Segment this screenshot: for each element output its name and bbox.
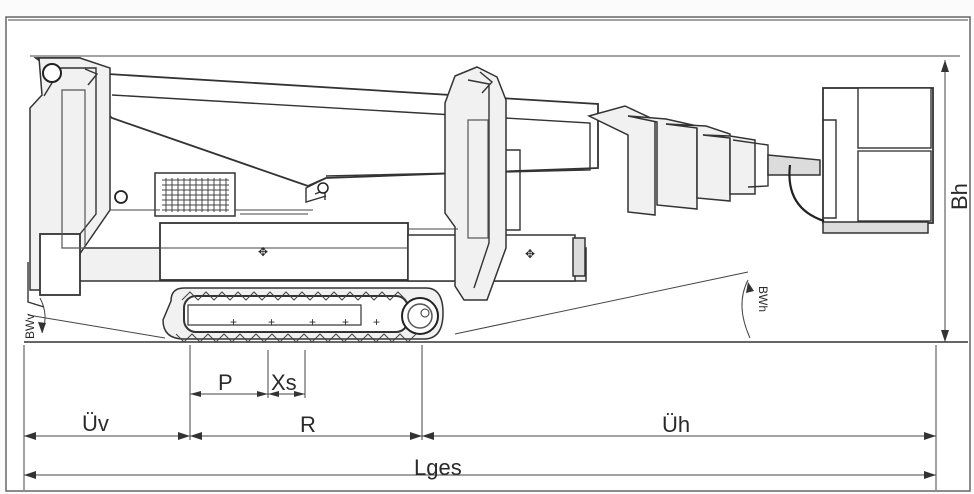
track-mark-3: +: [309, 315, 316, 329]
basket-upper-panel: [857, 87, 932, 149]
r-right-arrow: [410, 432, 422, 440]
lges-right-arrow: [924, 471, 936, 479]
bwv-label: BWv: [23, 314, 37, 339]
rear-chassis-end: [572, 237, 586, 277]
bh-label: Bh: [947, 183, 972, 210]
platform-hose: [788, 164, 825, 223]
rear-mast-frame: [444, 66, 507, 301]
telescopic-section-2: [627, 115, 698, 210]
basket-left-frame: [823, 119, 837, 219]
lges-label: Lges: [414, 455, 462, 480]
lges-left-arrow: [24, 471, 36, 479]
front-angle-line: [27, 314, 166, 339]
uh-right-arrow: [924, 432, 936, 440]
rear-track-hub: [420, 308, 430, 318]
basket-lower-panel: [857, 150, 932, 222]
bh-bottom-arrow: [941, 330, 949, 342]
jib-connector: [767, 154, 821, 176]
track-mark-4: +: [342, 315, 349, 329]
basket-floor: [822, 221, 929, 234]
rear-mast-rail: [467, 119, 489, 239]
front-mast-rail: [61, 89, 86, 249]
front-mast-lower-pin: [114, 190, 128, 204]
boom-lower-joint: [305, 177, 327, 203]
main-chassis-box: [159, 222, 409, 281]
xs-label: Xs: [271, 370, 297, 395]
uh-left-arrow: [422, 432, 434, 440]
track-mark-1: +: [230, 315, 237, 329]
track-mark-5: +: [373, 315, 380, 329]
p-label: P: [218, 370, 233, 395]
rear-mast-inner-line: [467, 79, 490, 289]
telescopic-section-1: [586, 105, 656, 216]
telescopic-section-4: [702, 134, 756, 195]
front-foot-line: [27, 262, 45, 308]
front-mast-latch: [84, 68, 99, 86]
uv-label: Üv: [82, 411, 109, 436]
engine-vent-grid: [162, 178, 229, 212]
rear-mast-latch: [479, 71, 494, 94]
p-right-arrow: [257, 391, 268, 397]
chassis-symbol-right: ✥: [525, 247, 535, 261]
uv-right-arrow: [178, 432, 190, 440]
r-left-arrow: [190, 432, 202, 440]
track-tread-top: [181, 291, 407, 301]
rear-angle-arrow: [746, 282, 754, 293]
track-tread-bottom: [175, 333, 417, 343]
bh-top-arrow: [941, 60, 949, 72]
r-label: R: [300, 412, 316, 437]
boom-pivot-pin: [317, 182, 329, 194]
uh-label: Üh: [662, 412, 690, 437]
rear-mast-side-plate: [506, 149, 521, 231]
p-left-arrow: [190, 391, 201, 397]
front-mast-top-pin: [42, 63, 62, 83]
uv-left-arrow: [24, 432, 36, 440]
chassis-symbol-left: ✥: [258, 245, 268, 259]
track-mark-2: +: [268, 315, 275, 329]
xs-left-arrow: [268, 391, 279, 397]
telescopic-section-3: [665, 123, 731, 202]
xs-right-arrow: [294, 391, 305, 397]
rear-angle-line: [454, 271, 749, 335]
front-outrigger-box: [39, 233, 81, 296]
rear-track-wheel-inner: [407, 303, 433, 329]
front-angle-arrow: [38, 322, 46, 333]
bwh-label: BWh: [756, 286, 770, 312]
rear-angle-arc: [741, 279, 751, 339]
track-window: [187, 304, 362, 326]
